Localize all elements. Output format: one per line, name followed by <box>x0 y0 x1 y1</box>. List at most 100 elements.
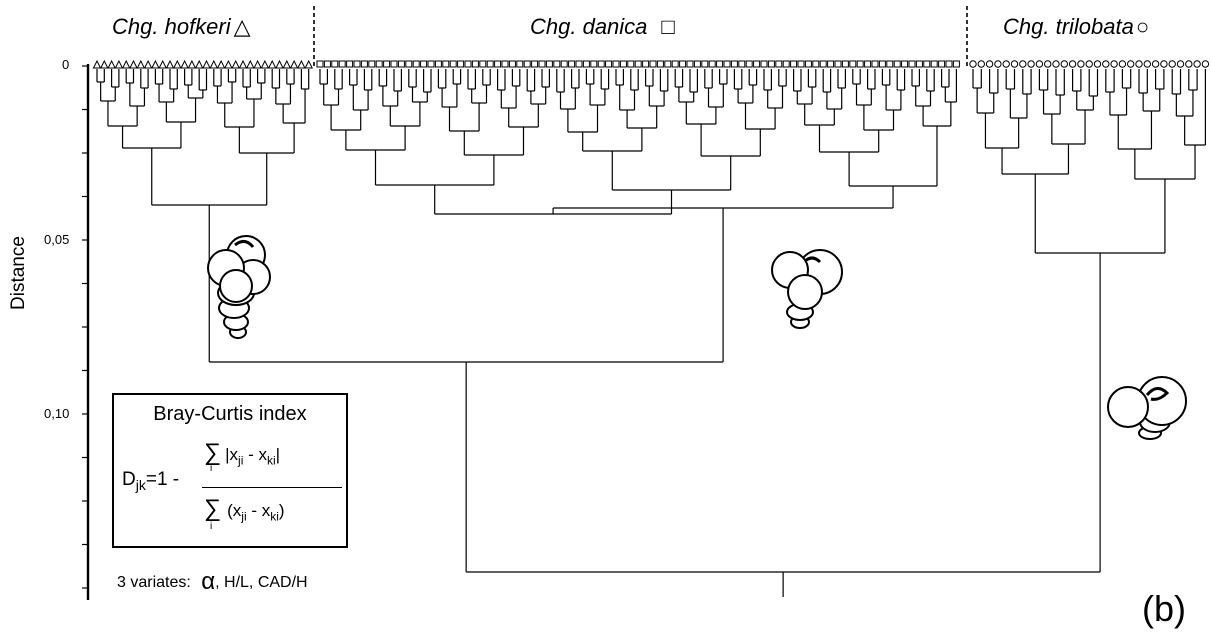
sub-ki: ki <box>270 509 279 523</box>
leaf-marker-square <box>472 61 478 67</box>
leaf-marker-circle <box>1020 61 1026 67</box>
alpha-symbol: α <box>201 568 215 595</box>
leaf-marker-square <box>702 61 708 67</box>
formula-equals: =1 - <box>146 469 179 490</box>
numerator-minus-x: - x <box>243 445 267 464</box>
leaf-marker-triangle <box>225 61 232 68</box>
leaf-marker-square <box>428 61 434 67</box>
leaf-marker-square <box>421 61 427 67</box>
group-name: Chg. danica <box>530 14 647 39</box>
sigma-sub-bottom: i <box>210 521 212 532</box>
leaf-marker-circle <box>1169 61 1175 67</box>
leaf-marker-square <box>369 61 375 67</box>
leaf-marker-square <box>324 61 330 67</box>
leaf-marker-triangle <box>181 61 188 68</box>
leaf-marker-square <box>687 61 693 67</box>
leaf-marker-square <box>835 61 841 67</box>
leaf-marker-square <box>569 61 575 67</box>
leaf-marker-square <box>717 61 723 67</box>
leaf-marker-square <box>561 61 567 67</box>
leaf-marker-circle <box>1045 61 1051 67</box>
fraction-bar <box>202 487 342 488</box>
leaf-marker-square <box>931 61 937 67</box>
leaf-marker-triangle <box>159 61 166 68</box>
leaf-marker-square <box>480 61 486 67</box>
leaf-marker-square <box>583 61 589 67</box>
leaf-marker-square <box>798 61 804 67</box>
leaf-marker-circle <box>1094 61 1100 67</box>
leaf-marker-square <box>768 61 774 67</box>
formula-d-sub: jk <box>136 477 146 493</box>
group-label-trilobata: Chg. trilobata○ <box>1003 14 1149 40</box>
leaf-marker-square <box>694 61 700 67</box>
leaf-marker-square <box>502 61 508 67</box>
leaf-marker-triangle <box>218 61 225 68</box>
leaf-marker-triangle <box>210 61 217 68</box>
y-tick-label-1: 0,05 <box>44 232 69 247</box>
leaf-marker-circle <box>1144 61 1150 67</box>
leaf-marker-triangle <box>261 61 268 68</box>
leaf-marker-square <box>598 61 604 67</box>
leaf-marker-square <box>606 61 612 67</box>
leaf-marker-triangle <box>240 61 247 68</box>
leaf-marker-square <box>317 61 323 67</box>
variates-note: 3 variates: α, H/L, CAD/H <box>117 568 308 596</box>
numerator-abs-close: | <box>276 445 280 464</box>
formula-denominator: ∑(xji - xki) <box>204 495 285 523</box>
leaf-marker-square <box>909 61 915 67</box>
leaf-marker-square <box>391 61 397 67</box>
leaf-marker-square <box>384 61 390 67</box>
leaf-marker-triangle <box>232 61 239 68</box>
panel-label: (b) <box>1142 588 1186 630</box>
bray-curtis-legend-box: Bray-Curtis index Djk=1 - ∑|xji - xki| i… <box>112 393 348 548</box>
leaf-marker-square <box>524 61 530 67</box>
group-label-hofkeri: Chg. hofkeri△ <box>112 14 251 40</box>
leaf-marker-square <box>746 61 752 67</box>
leaf-marker-circle <box>1036 61 1042 67</box>
leaf-marker-square <box>376 61 382 67</box>
leaf-marker-triangle <box>174 61 181 68</box>
formula-numerator: ∑|xji - xki| <box>204 439 280 467</box>
leaf-marker-circle <box>1177 61 1183 67</box>
leaf-marker-triangle <box>283 61 290 68</box>
leaf-marker-triangle <box>123 61 130 68</box>
variates-prefix: 3 variates: <box>117 574 191 591</box>
leaf-marker-square <box>465 61 471 67</box>
foraminifera-test-hofkeri-icon <box>208 236 270 338</box>
leaf-marker-square <box>620 61 626 67</box>
leaf-marker-square <box>887 61 893 67</box>
leaf-marker-square <box>613 61 619 67</box>
leaf-marker-circle <box>1069 61 1075 67</box>
leaf-marker-square <box>361 61 367 67</box>
leaf-marker-square <box>776 61 782 67</box>
leaf-marker-square <box>650 61 656 67</box>
leaf-marker-square <box>347 61 353 67</box>
leaf-marker-triangle <box>167 61 174 68</box>
leaf-marker-circle <box>1003 61 1009 67</box>
leaf-marker-square <box>820 61 826 67</box>
denominator-close: ) <box>279 501 285 520</box>
leaf-marker-circle <box>1078 61 1084 67</box>
leaf-marker-triangle <box>291 61 298 68</box>
leaf-marker-square <box>865 61 871 67</box>
leaf-marker-square <box>916 61 922 67</box>
leaf-marker-square <box>450 61 456 67</box>
variates-rest: , H/L, CAD/H <box>215 574 307 591</box>
y-tick-label-2: 0,10 <box>44 406 69 421</box>
leaf-marker-square <box>924 61 930 67</box>
foraminifera-test-danica-icon <box>772 250 842 328</box>
leaf-marker-square <box>902 61 908 67</box>
group-name: Chg. hofkeri <box>112 14 231 39</box>
leaf-marker-circle <box>1202 61 1208 67</box>
sub-ki: ki <box>267 453 276 467</box>
leaf-marker-circle <box>1161 61 1167 67</box>
leaf-marker-circle <box>1119 61 1125 67</box>
leaf-marker-circle <box>1152 61 1158 67</box>
leaf-marker-square <box>435 61 441 67</box>
leaf-marker-triangle <box>94 61 101 68</box>
group-label-danica: Chg. danica□ <box>530 14 675 40</box>
y-axis-title: Distance <box>8 236 30 310</box>
leaf-marker-square <box>872 61 878 67</box>
leaf-marker-triangle <box>203 61 210 68</box>
leaf-marker-square <box>946 61 952 67</box>
